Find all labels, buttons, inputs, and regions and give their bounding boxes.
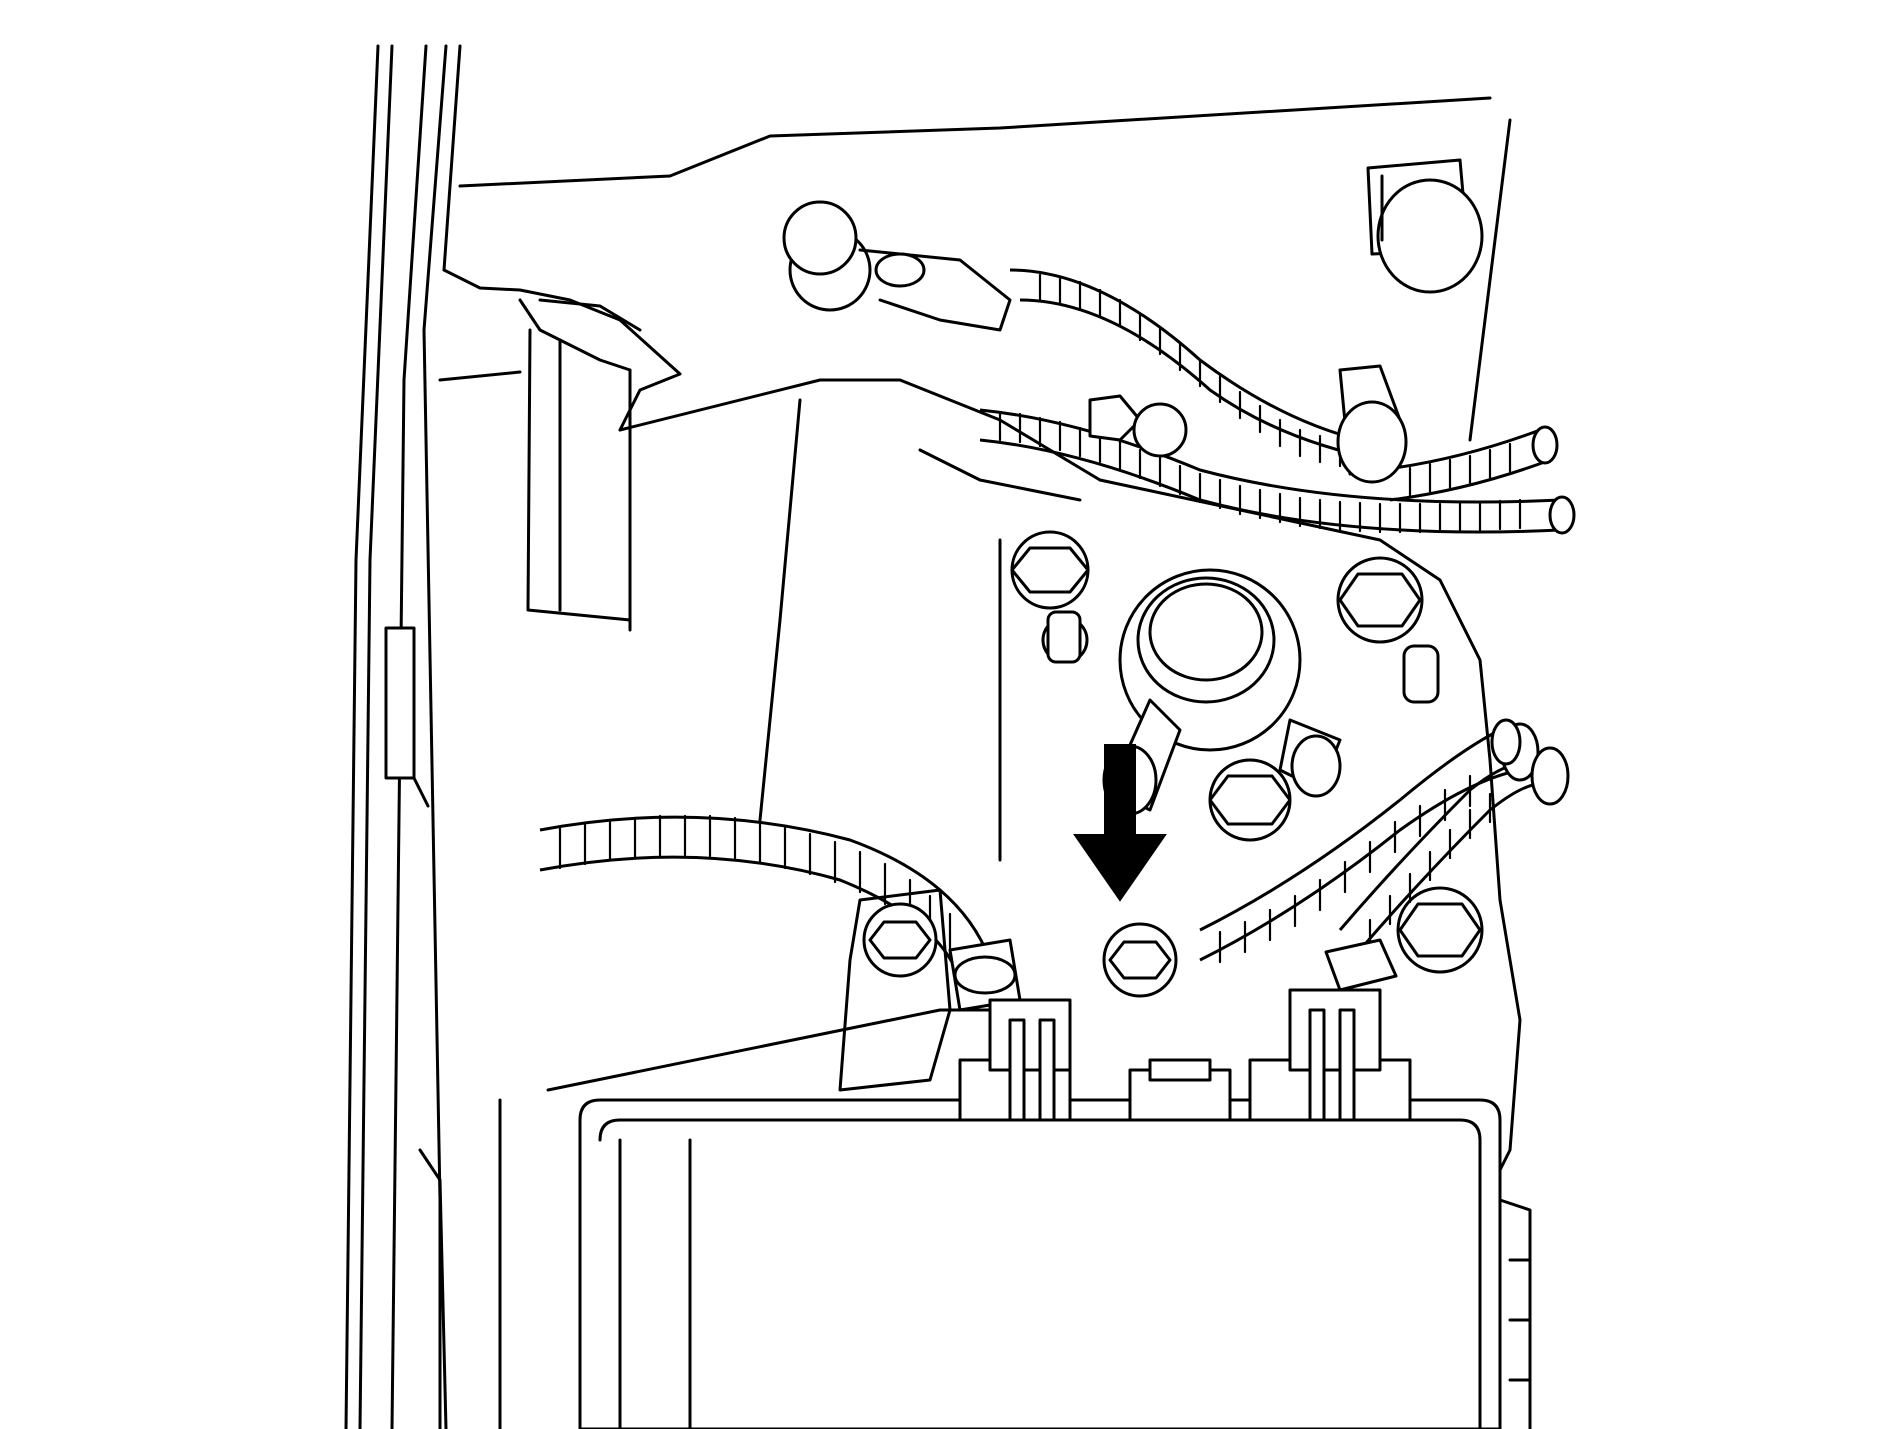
bolt-upper-right [1336,556,1440,704]
junction-box [498,988,1532,1429]
upper-right-clip [1366,158,1484,294]
bolt-lower-center [1208,758,1292,842]
left-pillar-trim [344,44,462,1429]
lower-left-harness [539,814,1022,1012]
connector-left [958,998,1072,1122]
connector-center [1128,1058,1232,1122]
lower-left-bracket [838,888,952,1092]
lower-right-harness [1102,718,1570,998]
bolt-lower-right [1396,886,1484,974]
arrow-down-icon [1073,744,1167,902]
connector-right [1248,988,1412,1122]
bolt-upper-left [1010,530,1090,664]
upper-panel [438,96,1512,862]
